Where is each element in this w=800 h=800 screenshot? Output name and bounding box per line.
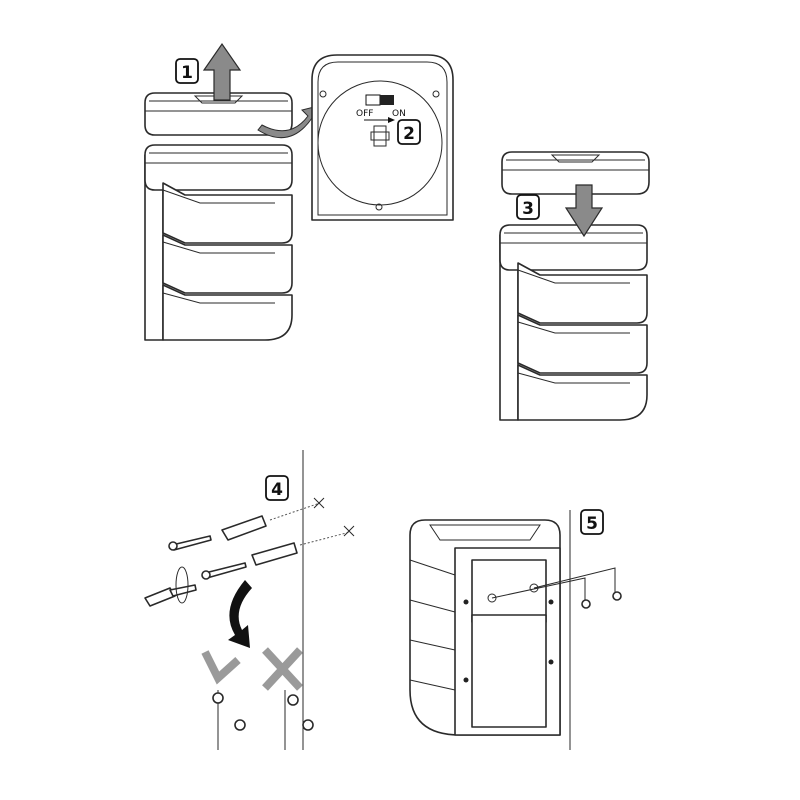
rotate-arrow-icon bbox=[228, 580, 252, 648]
lamp-back-mounting bbox=[409, 510, 622, 750]
step-badge-3: 3 bbox=[516, 194, 540, 220]
step-badge-2: 2 bbox=[397, 119, 421, 145]
svg-text:1: 1 bbox=[181, 63, 193, 83]
incorrect-x-icon bbox=[262, 647, 303, 691]
battery-panel: OFF ON bbox=[311, 54, 454, 221]
svg-text:3: 3 bbox=[522, 199, 534, 219]
correct-check-icon bbox=[201, 650, 241, 685]
up-arrow-icon bbox=[202, 42, 242, 101]
switch-on-label: ON bbox=[392, 109, 406, 119]
wall-mounting-screws bbox=[144, 450, 355, 750]
switch-off-label: OFF bbox=[356, 109, 373, 119]
step-badge-5: 5 bbox=[580, 509, 604, 535]
lamp-body-right bbox=[499, 224, 648, 421]
svg-text:4: 4 bbox=[271, 480, 283, 500]
svg-text:5: 5 bbox=[586, 514, 598, 534]
svg-text:2: 2 bbox=[403, 124, 415, 144]
down-arrow-icon bbox=[564, 184, 604, 238]
step-badge-4: 4 bbox=[265, 475, 289, 501]
step-badge-1: 1 bbox=[175, 58, 199, 84]
lamp-body-left bbox=[144, 144, 293, 341]
